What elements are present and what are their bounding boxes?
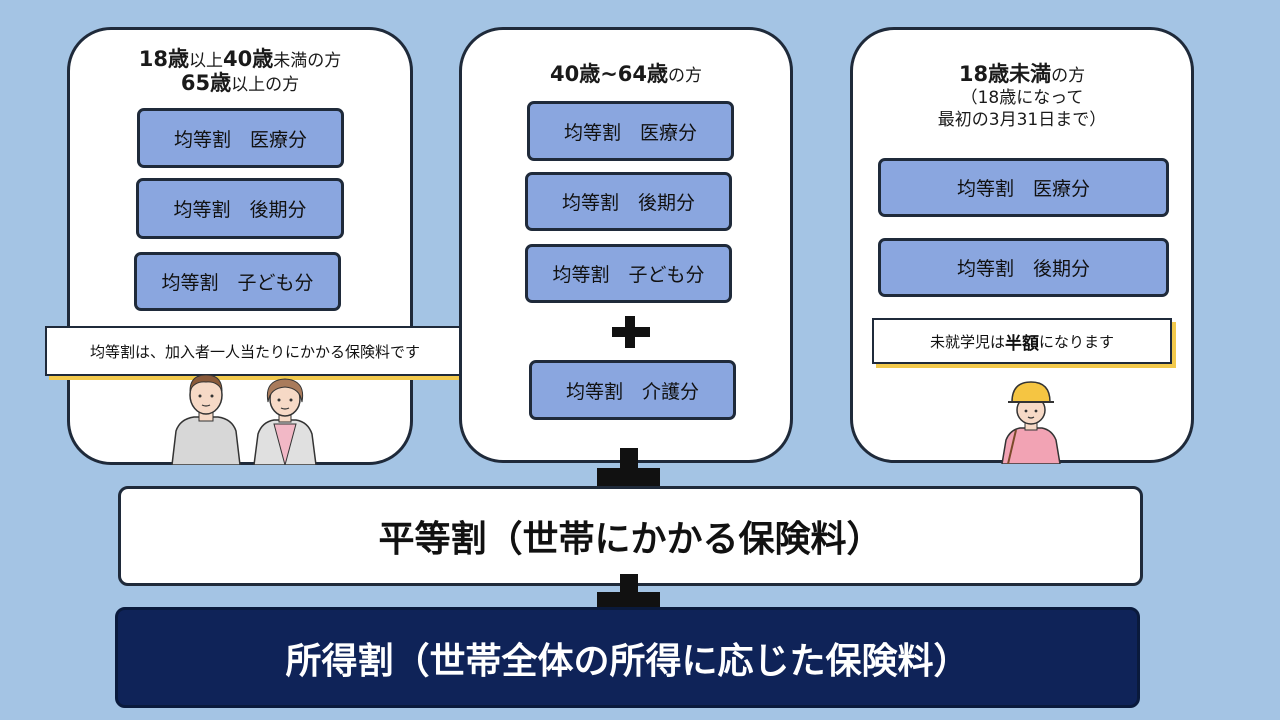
panel-18-40-and-65: 18歳以上40歳未満の方 65歳以上の方 [67,27,413,465]
title-part: 18歳 [138,47,189,71]
flat-rate-bar: 平等割（世帯にかかる保険料） [118,486,1143,586]
chip-middle-care: 均等割 介護分 [529,360,736,420]
elderly-woman-illustration [253,378,317,465]
chip-middle-child: 均等割 子ども分 [525,244,732,303]
income-based-bar: 所得割（世帯全体の所得に応じた保険料） [115,607,1140,708]
chip-right-medical: 均等割 医療分 [878,158,1169,217]
subtitle-line: （18歳になって [960,88,1084,108]
panel-title-right: 18歳未満の方 （18歳になって 最初の3月31日まで） [853,63,1191,131]
speech-bubble-right: 未就学児は半額になります [872,318,1172,364]
chip-left-elderly: 均等割 後期分 [136,178,344,239]
bubble-text: になります [1039,332,1115,351]
chip-middle-medical: 均等割 医療分 [527,101,734,161]
title-part: 40歳 [223,47,274,71]
man-illustration [171,374,241,465]
chip-middle-elderly: 均等割 後期分 [525,172,732,231]
title-part: の方 [1051,66,1086,86]
title-part: の方 [668,66,703,86]
panel-title-middle: 40歳~64歳の方 [462,63,790,87]
chip-right-elderly: 均等割 後期分 [878,238,1169,297]
subtitle-line: 最初の3月31日まで） [937,110,1107,130]
panel-title-left: 18歳以上40歳未満の方 65歳以上の方 [70,48,410,96]
bubble-text: 未就学児は [929,332,1005,351]
title-part: 18歳未満 [958,62,1052,86]
title-part: 65歳 [180,71,232,95]
title-part: 40歳~64歳 [549,62,669,86]
title-part: 未満の方 [273,51,342,71]
chip-left-child: 均等割 子ども分 [134,252,341,311]
title-part: 以上 [189,51,223,71]
bubble-text-strong: 半額 [1005,333,1039,354]
speech-bubble-left: 均等割は、加入者一人当たりにかかる保険料です [45,326,465,376]
child-with-hat-illustration [1001,381,1061,464]
chip-left-medical: 均等割 医療分 [137,108,344,168]
title-part: 以上の方 [231,75,300,95]
bubble-text: 均等割は、加入者一人当たりにかかる保険料です [89,342,420,361]
